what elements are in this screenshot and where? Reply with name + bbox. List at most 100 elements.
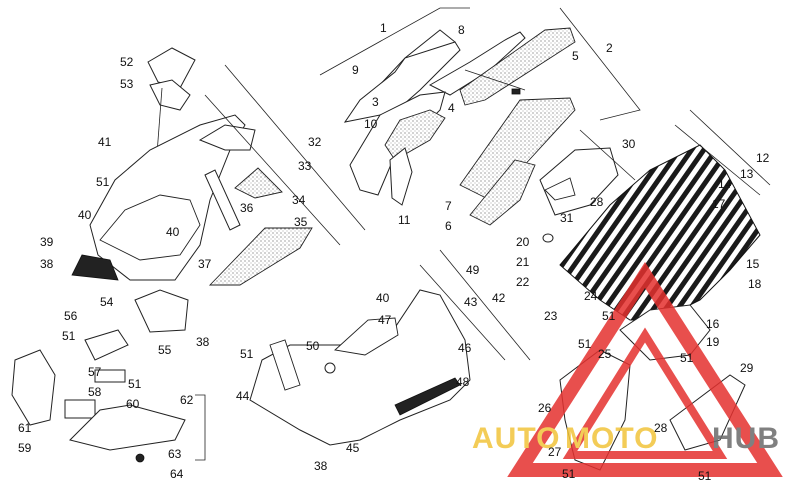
callout-51: 51: [562, 467, 576, 481]
belly-pan-assembly: [249, 289, 471, 446]
callout-12: 12: [756, 151, 770, 165]
callout-20: 20: [516, 235, 530, 249]
group-43-bracket: [419, 264, 506, 361]
watermark-inner-triangle: [562, 327, 728, 459]
callout-52: 52: [120, 55, 134, 69]
group-30-bracket: [579, 129, 636, 181]
callout-53: 53: [120, 77, 134, 91]
callout-42: 42: [492, 291, 506, 305]
callout-16: 16: [706, 317, 720, 331]
callout-7: 7: [445, 199, 452, 213]
decal-48: [394, 377, 461, 416]
watermark-text-hub: HUB: [712, 422, 780, 455]
callout-46: 46: [458, 341, 472, 355]
callout-11: 11: [398, 213, 411, 227]
group-61-bracket: [195, 394, 206, 461]
callout-28: 28: [654, 421, 668, 435]
callout-23: 23: [544, 309, 558, 323]
callout-44: 44: [236, 389, 250, 403]
plate-57: [94, 369, 126, 383]
callout-51: 51: [578, 337, 592, 351]
vent-seal-53: [149, 79, 191, 111]
callout-32: 32: [308, 135, 322, 149]
watermark-text-auto: AUTO: [472, 422, 560, 455]
fastener-64: [135, 453, 145, 463]
callout-45: 45: [346, 441, 360, 455]
callout-33: 33: [298, 159, 312, 173]
clip-part: [511, 88, 521, 95]
callout-49: 49: [466, 263, 480, 277]
callout-21: 21: [516, 255, 530, 269]
callout-30: 30: [622, 137, 636, 151]
callout-43: 43: [464, 295, 478, 309]
callout-4: 4: [448, 101, 455, 115]
callout-27: 27: [548, 445, 562, 459]
callout-51: 51: [128, 377, 142, 391]
side-panel-61: [11, 349, 56, 426]
trim-strip-part: [428, 31, 526, 96]
group-33-bracket: [204, 94, 341, 246]
callout-51: 51: [62, 329, 76, 343]
callout-63: 63: [168, 447, 182, 461]
callout-2: 2: [606, 41, 613, 55]
callout-47: 47: [378, 313, 392, 327]
callout-51: 51: [680, 351, 694, 365]
top-bracket-part: [198, 124, 256, 151]
group-42-bracket: [439, 249, 531, 361]
callout-18: 18: [748, 277, 762, 291]
foam-pad-6: [469, 159, 536, 226]
callout-37: 37: [198, 257, 212, 271]
light-part-39: [71, 254, 119, 281]
bracket-part: [389, 147, 413, 206]
foam-pad-35: [208, 227, 313, 286]
grommet-50: [324, 362, 336, 374]
callout-40: 40: [376, 291, 390, 305]
callout-28: 28: [590, 195, 604, 209]
callout-22: 22: [516, 275, 530, 289]
callout-6: 6: [445, 219, 452, 233]
callout-59: 59: [18, 441, 32, 455]
windshield-assembly: [343, 27, 576, 226]
callout-39: 39: [40, 235, 54, 249]
callout-3: 3: [372, 95, 379, 109]
callout-17: 17: [712, 197, 726, 211]
bracket-part: [269, 339, 301, 391]
watermark: AUTO MOTO HUB: [472, 262, 783, 477]
callout-38: 38: [196, 335, 210, 349]
callout-15: 15: [746, 257, 760, 271]
callout-38: 38: [40, 257, 54, 271]
front-nose-assembly: [71, 47, 313, 333]
plate-54: [134, 289, 189, 333]
callout-13: 13: [740, 167, 754, 181]
group-32-bracket: [224, 64, 366, 231]
cover-47: [334, 317, 399, 356]
callout-40: 40: [78, 208, 92, 222]
cap-31: [544, 177, 576, 201]
callout-54: 54: [100, 295, 114, 309]
callout-57: 57: [88, 365, 102, 379]
group-1-bracket: [319, 7, 470, 76]
callout-5: 5: [572, 49, 579, 63]
callout-36: 36: [240, 201, 254, 215]
watermark-text-moto: MOTO: [565, 422, 658, 455]
callout-51: 51: [602, 309, 616, 323]
callout-51: 51: [96, 175, 110, 189]
callout-48: 48: [456, 375, 470, 389]
callout-19: 19: [706, 335, 720, 349]
callout-40: 40: [166, 225, 180, 239]
callout-1: 1: [380, 21, 387, 35]
knob-20: [542, 233, 554, 243]
callout-60: 60: [126, 397, 140, 411]
nose-inner-part: [99, 194, 201, 261]
watermark-triangle: [507, 262, 783, 477]
callout-64: 64: [170, 467, 184, 481]
callout-10: 10: [364, 117, 378, 131]
callout-24: 24: [584, 289, 598, 303]
group-2-bracket: [559, 7, 641, 121]
callout-51: 51: [698, 469, 712, 483]
hardware-line: [464, 69, 526, 91]
callout-50: 50: [306, 339, 320, 353]
